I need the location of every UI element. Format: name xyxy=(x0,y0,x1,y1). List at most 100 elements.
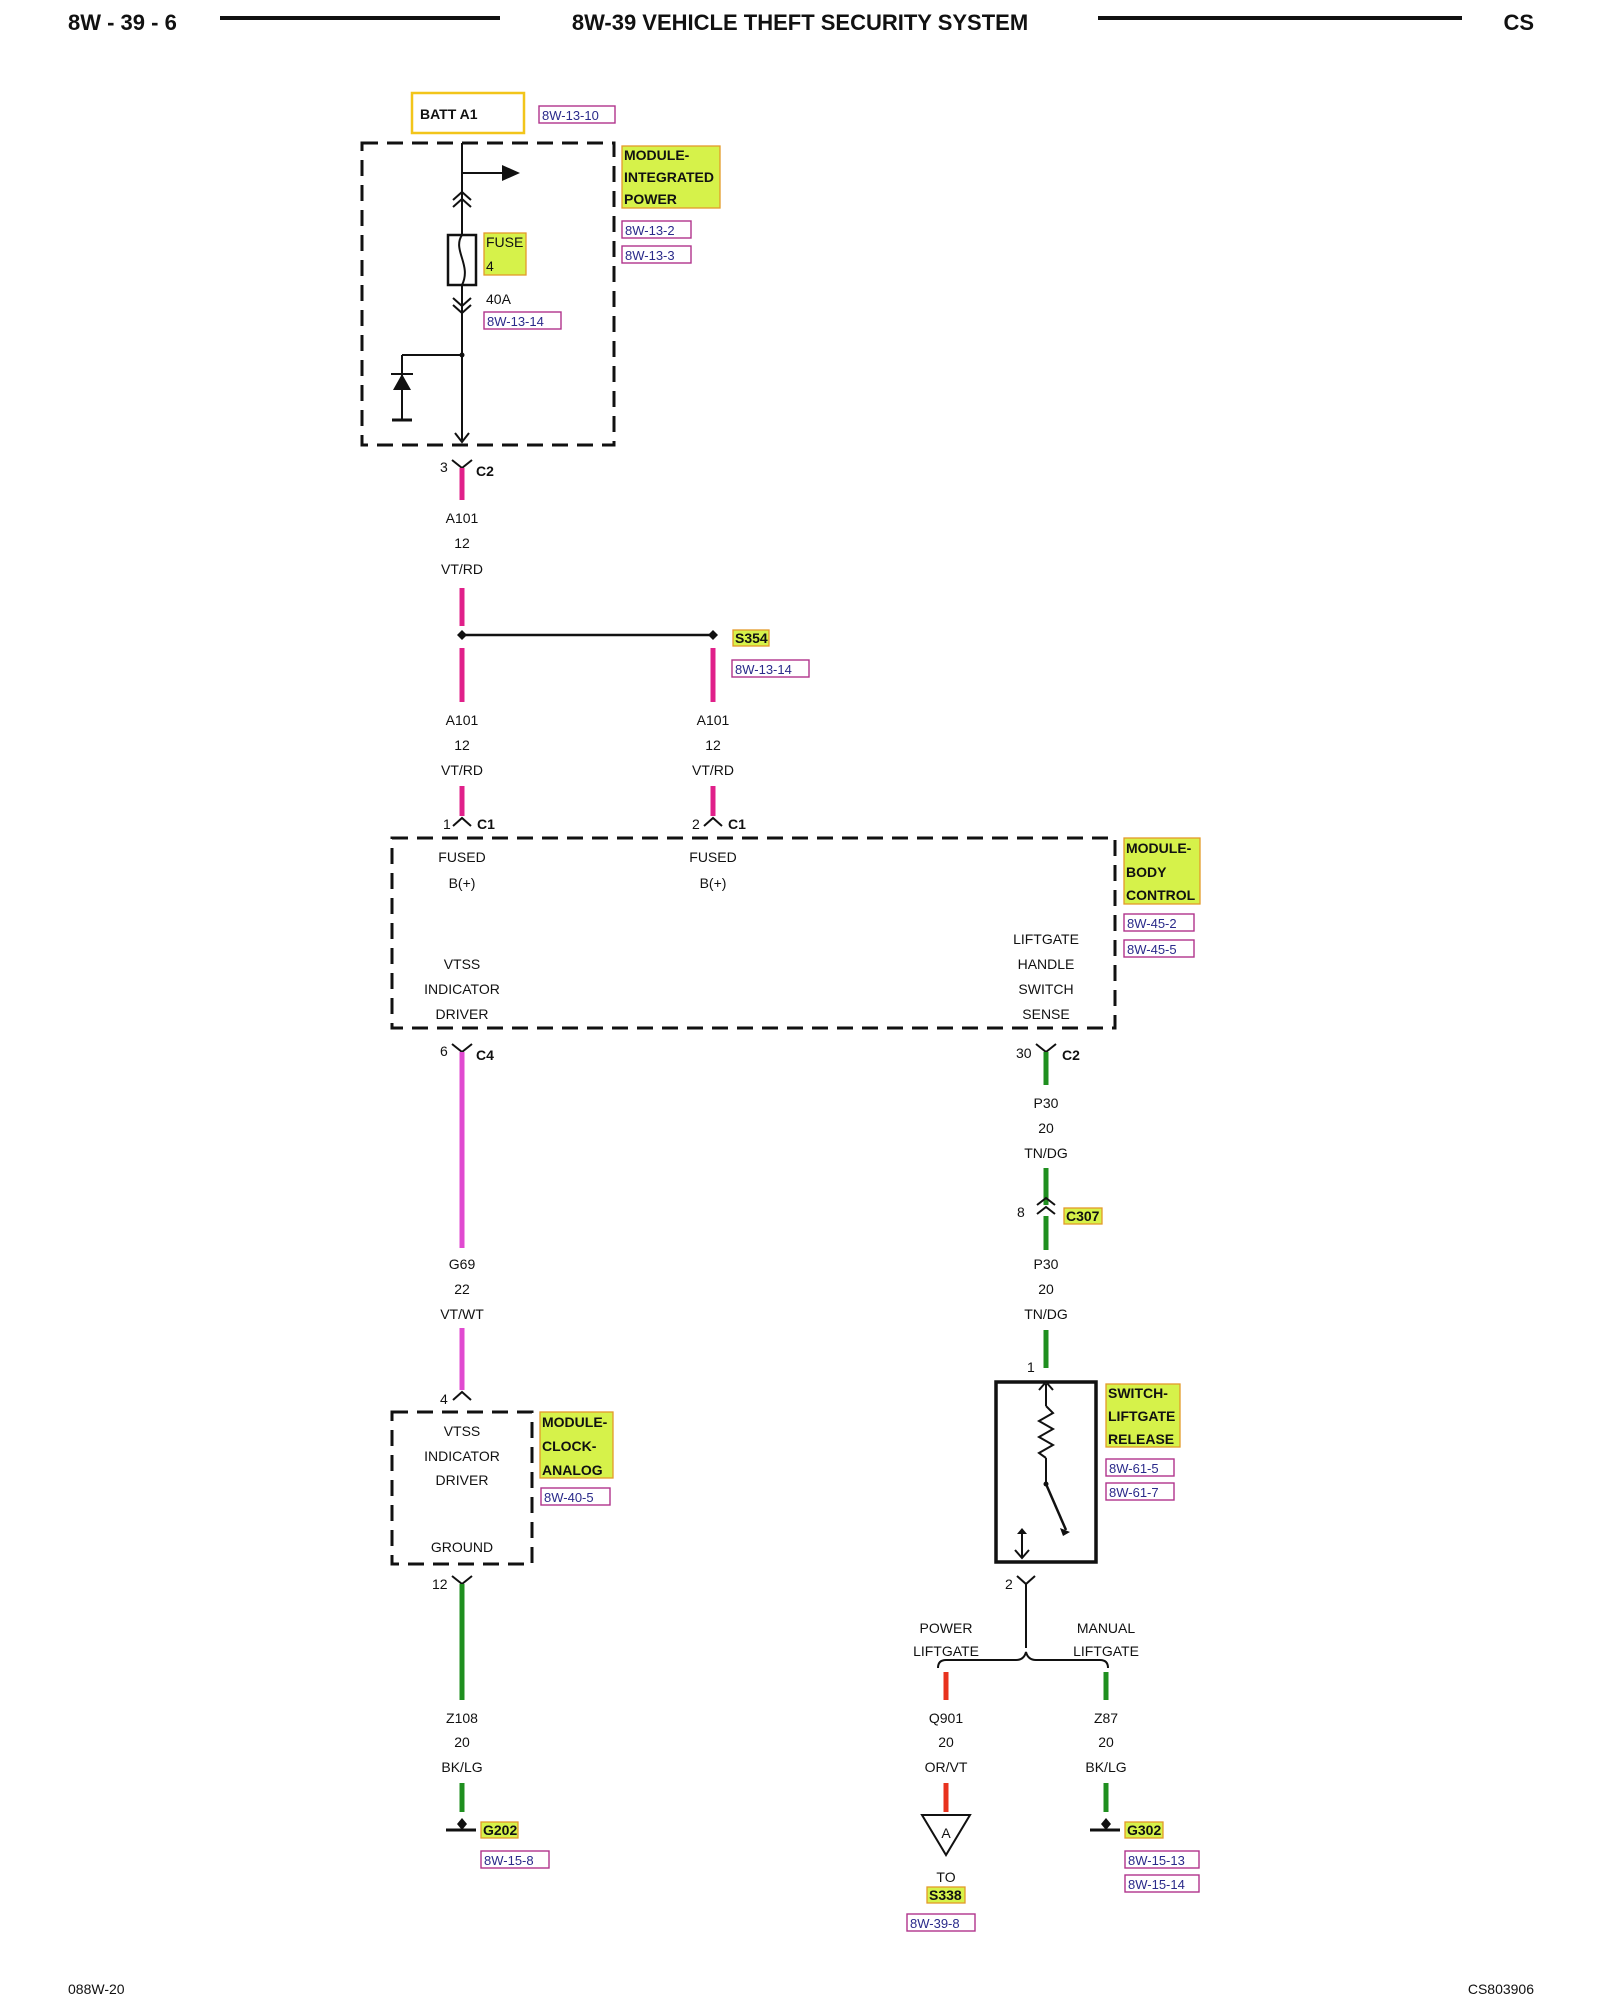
c1-pin2-connector-icon xyxy=(703,816,723,827)
z108-gauge: 20 xyxy=(454,1734,470,1750)
g202-label: G202 xyxy=(483,1822,517,1838)
g69-color: VT/WT xyxy=(440,1306,484,1322)
bcm-input1-line2: B(+) xyxy=(449,875,476,891)
wire-q901[interactable]: Q901 20 OR/VT A TO S338 8W-39-8 xyxy=(906,1672,976,1932)
integrated-power-ref2[interactable]: 8W-13-3 xyxy=(625,248,675,263)
bcm-c2-pin: 30 xyxy=(1016,1045,1032,1061)
liftgate-branch[interactable]: 2 POWER LIFTGATE MANUAL LIFTGATE xyxy=(913,1575,1139,1669)
wire-p30-lower[interactable]: P30 20 TN/DG 1 xyxy=(1024,1216,1068,1375)
integrated-power-ref1[interactable]: 8W-13-2 xyxy=(625,223,675,238)
p30-upper-circuit: P30 xyxy=(1034,1095,1059,1111)
switch-liftgate-release[interactable]: SWITCH- LIFTGATE RELEASE 8W-61-5 8W-61-7 xyxy=(994,1380,1181,1564)
fuse-ref-box xyxy=(483,311,562,330)
g302-ref1[interactable]: 8W-15-13 xyxy=(1128,1853,1185,1868)
module-body-control[interactable]: FUSED B(+) FUSED B(+) VTSS INDICATOR DRI… xyxy=(390,836,1201,1030)
wire-z108[interactable]: 12 Z108 20 BK/LG G202 8W-15-8 xyxy=(432,1575,550,1869)
bcm-vtss-line3: DRIVER xyxy=(436,1006,489,1022)
switch-contact-tip-icon xyxy=(1060,1528,1070,1536)
switch-ref2[interactable]: 8W-61-7 xyxy=(1109,1485,1159,1500)
c2-connector-label: C2 xyxy=(476,463,494,479)
bcm-vtss-line1: VTSS xyxy=(444,956,481,972)
g302-ref2[interactable]: 8W-15-14 xyxy=(1128,1877,1185,1892)
s338-ref-box xyxy=(906,1913,976,1932)
switch-ref1[interactable]: 8W-61-5 xyxy=(1109,1461,1159,1476)
a101-right-gauge: 12 xyxy=(705,737,721,753)
g69-circuit: G69 xyxy=(449,1256,476,1272)
body-control-ref2[interactable]: 8W-45-5 xyxy=(1127,942,1177,957)
c1-pin1-connector-icon xyxy=(452,816,472,827)
clock-vtss-line1: VTSS xyxy=(444,1423,481,1439)
fuse-ref[interactable]: 8W-13-14 xyxy=(487,314,544,329)
branch-right-line2: LIFTGATE xyxy=(1073,1643,1139,1659)
z87-circuit: Z87 xyxy=(1094,1710,1118,1726)
c2-pin: 3 xyxy=(440,459,448,475)
clock-ground-label: GROUND xyxy=(431,1539,493,1555)
p30-lower-circuit: P30 xyxy=(1034,1256,1059,1272)
clock-analog-ref-box xyxy=(540,1487,611,1506)
g202-ground-dot-icon xyxy=(457,1818,467,1830)
c1-pin1: 1 xyxy=(443,816,451,832)
p30-upper-color: TN/DG xyxy=(1024,1145,1068,1161)
body-control-ref1[interactable]: 8W-45-2 xyxy=(1127,916,1177,931)
wire-z87[interactable]: Z87 20 BK/LG G302 8W-15-13 8W-15-14 xyxy=(1085,1672,1200,1893)
p30-lower-color: TN/DG xyxy=(1024,1306,1068,1322)
battery-source[interactable]: BATT A1 8W-13-10 xyxy=(410,91,616,135)
s354-ref[interactable]: 8W-13-14 xyxy=(735,662,792,677)
p30-upper-gauge: 20 xyxy=(1038,1120,1054,1136)
connector-c307[interactable]: 8 C307 xyxy=(1017,1196,1103,1225)
a101-right-circuit: A101 xyxy=(697,712,730,728)
s354-ref-box xyxy=(731,659,810,678)
a101-left-gauge: 12 xyxy=(454,737,470,753)
bus-down-arrow-icon xyxy=(454,432,470,444)
splice-s354[interactable]: S354 8W-13-14 xyxy=(457,629,810,678)
wire-g69[interactable]: 6 C4 G69 22 VT/WT 4 xyxy=(440,1043,494,1407)
switch-name-line3: RELEASE xyxy=(1108,1431,1174,1447)
q901-connector-letter: A xyxy=(941,1825,951,1841)
integrated-power-ref1-box xyxy=(621,220,692,239)
wire-a101-left[interactable]: A101 12 VT/RD 1 C1 xyxy=(441,648,495,832)
page-footer: 088W-20 CS803906 xyxy=(68,1981,1534,1997)
bus-arrow-icon xyxy=(502,165,520,181)
switch-down-arrow-icon xyxy=(1014,1549,1030,1560)
q901-gauge: 20 xyxy=(938,1734,954,1750)
body-control-name-line1: MODULE- xyxy=(1126,840,1192,856)
c1-right-label: C1 xyxy=(728,816,746,832)
s338-ref[interactable]: 8W-39-8 xyxy=(910,1916,960,1931)
s354-highlight xyxy=(732,629,770,647)
batt-ref-box xyxy=(538,105,616,124)
z108-circuit: Z108 xyxy=(446,1710,478,1726)
bcm-liftgate-line3: SWITCH xyxy=(1018,981,1073,997)
a101-color: VT/RD xyxy=(441,561,483,577)
wire-a101-top[interactable]: 3 C2 A101 12 VT/RD xyxy=(440,459,494,626)
c1-pin2: 2 xyxy=(692,816,700,832)
g202-ref[interactable]: 8W-15-8 xyxy=(484,1853,534,1868)
module-clock-analog[interactable]: VTSS INDICATOR DRIVER GROUND MODULE- CLO… xyxy=(390,1410,614,1566)
bcm-c2-label: C2 xyxy=(1062,1047,1080,1063)
wire-a101-right[interactable]: A101 12 VT/RD 2 C1 xyxy=(692,648,746,832)
z108-color: BK/LG xyxy=(441,1759,482,1775)
wire-p30-upper[interactable]: 30 C2 P30 20 TN/DG xyxy=(1016,1043,1080,1205)
batt-ref[interactable]: 8W-13-10 xyxy=(542,108,599,123)
c2-connector-icon xyxy=(451,459,473,470)
clock-pin12-connector-icon xyxy=(451,1575,473,1586)
s354-label: S354 xyxy=(735,630,768,646)
p30-lower-gauge: 20 xyxy=(1038,1281,1054,1297)
clock-analog-name-line2: CLOCK- xyxy=(542,1438,597,1454)
g69-gauge: 22 xyxy=(454,1281,470,1297)
model-code: CS xyxy=(1503,10,1534,35)
module-integrated-power[interactable]: FUSE 4 40A 8W-13-14 MODULE- INTEGRATED P… xyxy=(360,141,721,447)
clock-analog-ref[interactable]: 8W-40-5 xyxy=(544,1490,594,1505)
fuse-element-icon xyxy=(458,234,466,286)
q901-color: OR/VT xyxy=(925,1759,968,1775)
c307-upper-chevron-icon xyxy=(1036,1196,1056,1206)
s338-label: S338 xyxy=(929,1887,962,1903)
bcm-vtss-line2: INDICATOR xyxy=(424,981,500,997)
clock-pin4: 4 xyxy=(440,1391,448,1407)
fuse-top-chevron-icon xyxy=(452,197,472,208)
c307-highlight xyxy=(1063,1207,1103,1225)
batt-label-box xyxy=(410,91,526,135)
c307-lower-chevron-icon xyxy=(1036,1205,1056,1215)
switch-ref1-box xyxy=(1105,1458,1175,1477)
integrated-power-name-line2: INTEGRATED xyxy=(624,169,714,185)
